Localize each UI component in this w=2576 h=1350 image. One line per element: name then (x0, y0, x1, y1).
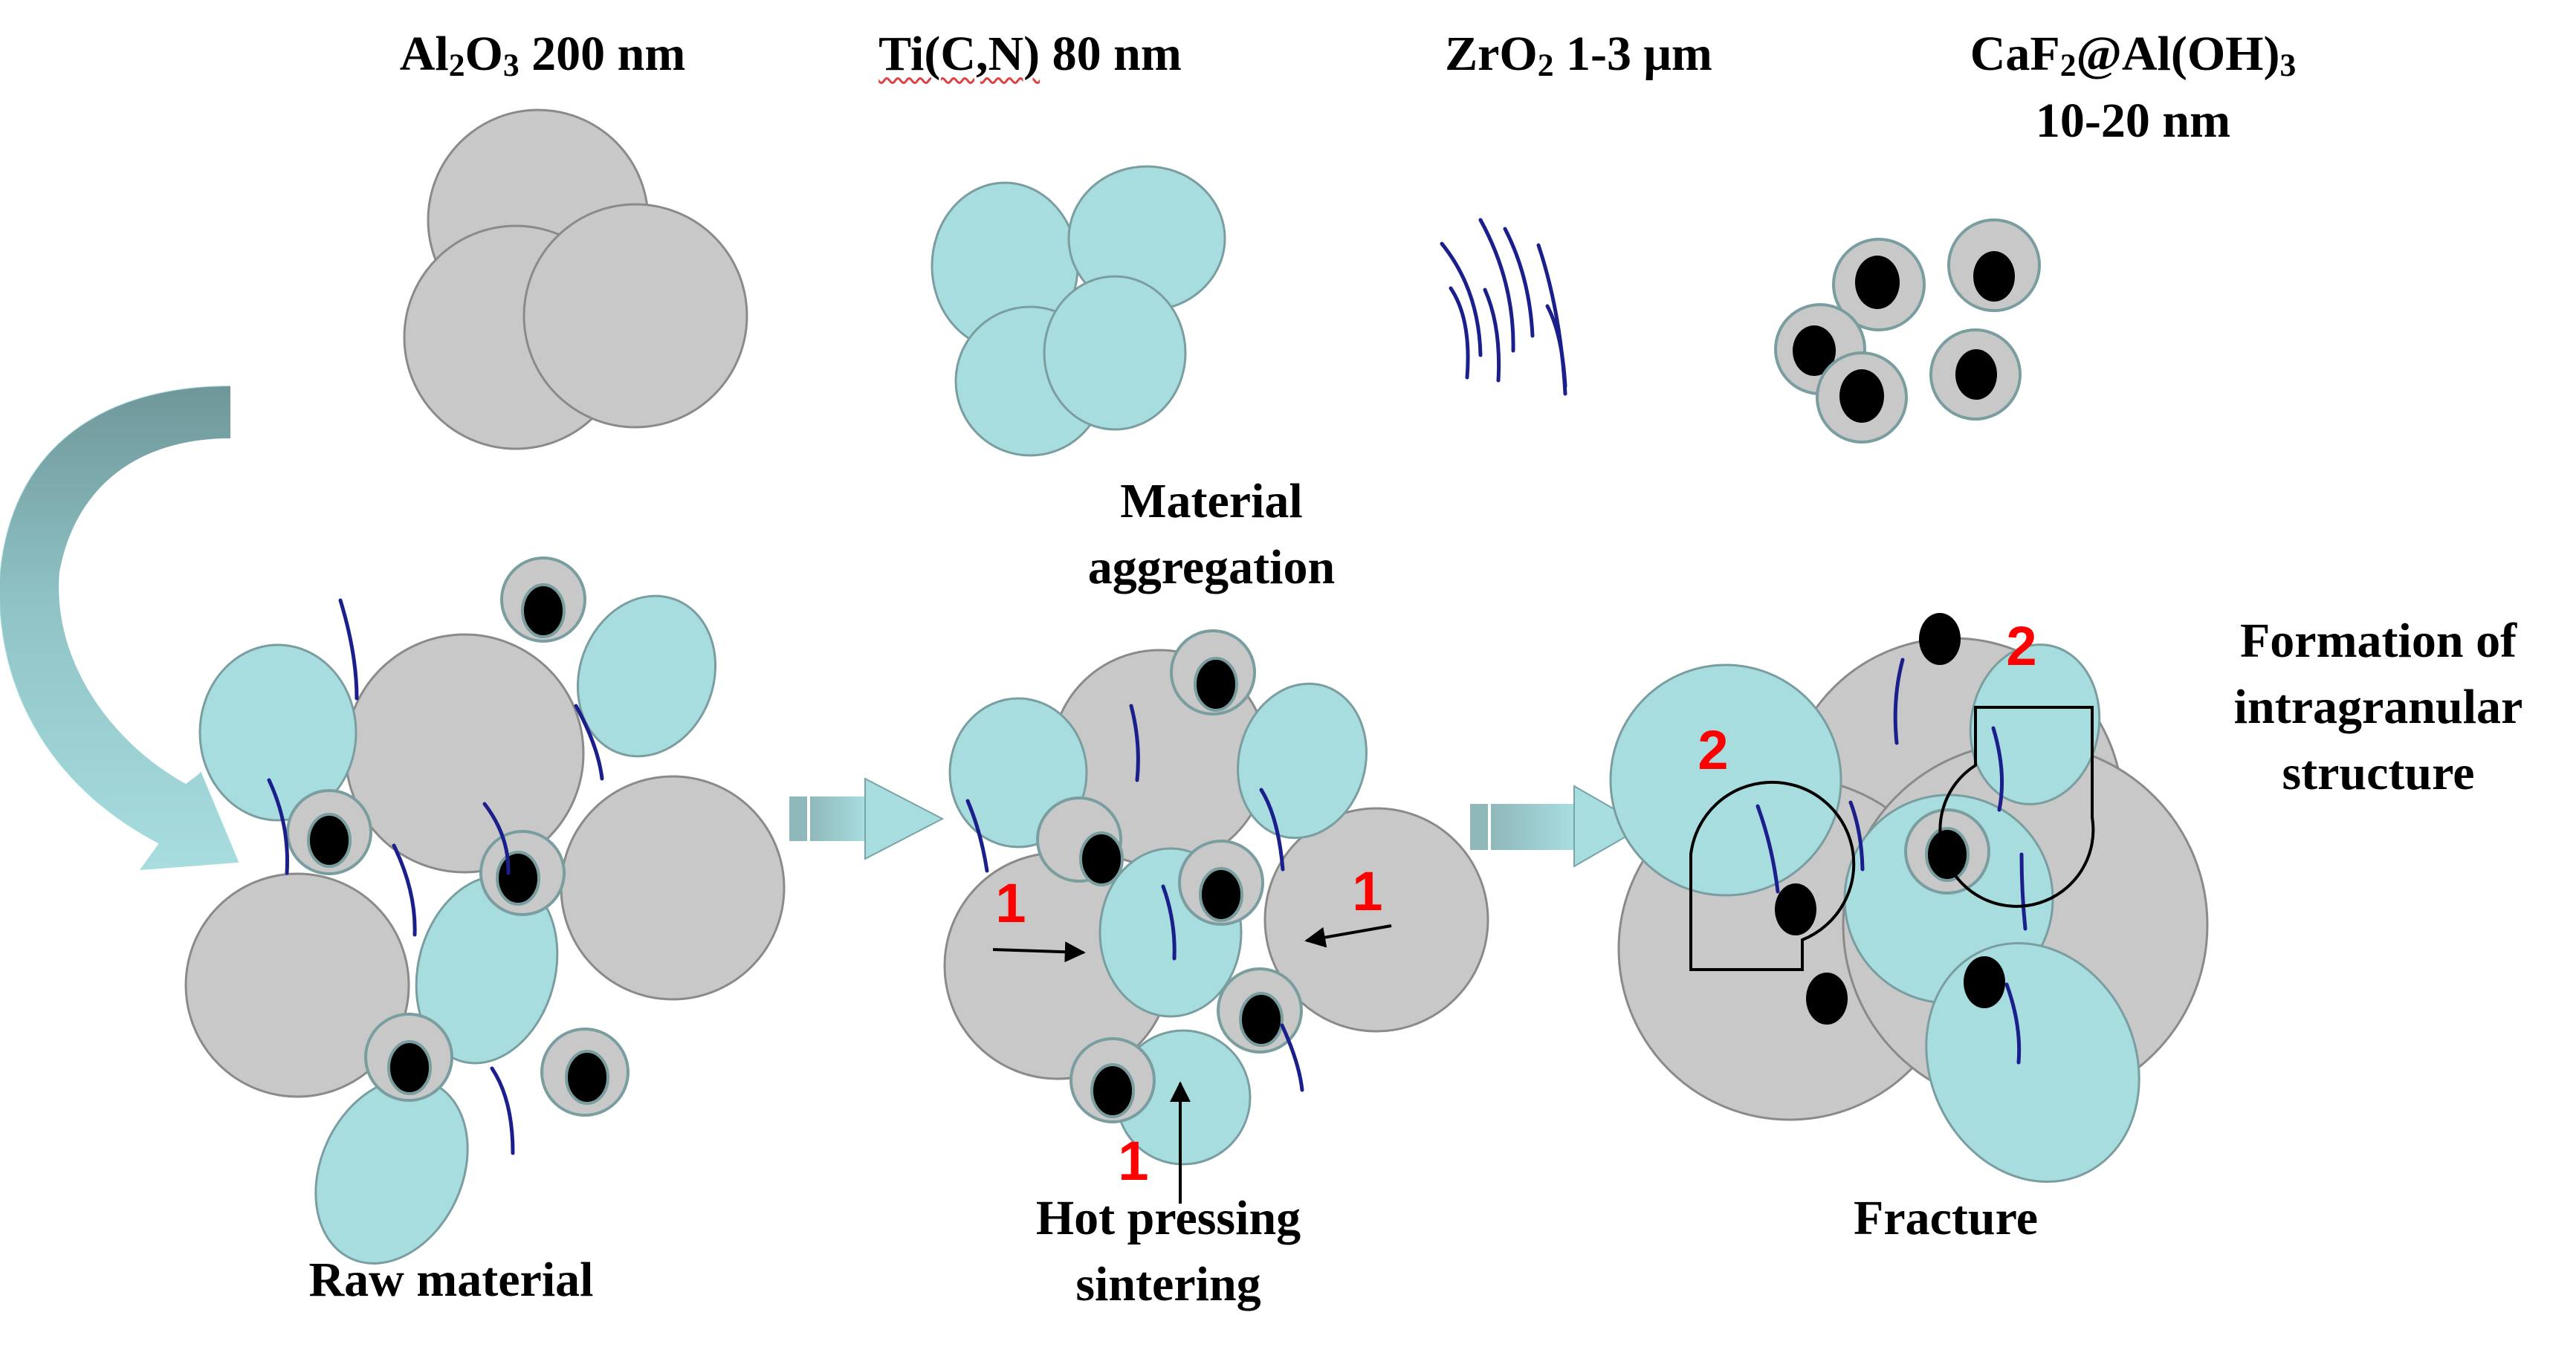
sintering-composite (943, 629, 1489, 1204)
ticn-particle (1237, 682, 1368, 840)
zro2-label: ZrO2 1-3 μm (1445, 27, 1712, 83)
ticn-particle (1043, 275, 1187, 431)
intragranular-outline (1938, 706, 2095, 908)
al2o3-label: Al2O3 200 nm (399, 27, 686, 83)
fracture-composite (1609, 613, 2209, 1184)
al2o3-particle (1263, 807, 1489, 1033)
ticn-particle (576, 594, 717, 758)
al2o3-particle (522, 203, 748, 429)
zro2-whisker (1503, 227, 1535, 338)
caf2-particles (1774, 218, 2041, 444)
marker-1-left: 1 (995, 872, 1026, 934)
al2o3-particle (184, 872, 410, 1098)
al2o3-particle (560, 775, 786, 1001)
ticn-cluster (931, 165, 1226, 457)
marker-1-bottom: 1 (1118, 1130, 1149, 1192)
raw-material-composite (184, 556, 786, 1265)
raw-material-label: Raw material (308, 1253, 594, 1307)
zro2-whisker (1440, 241, 1483, 357)
block-arrow-1 (789, 777, 945, 860)
zro2-whisker (1478, 218, 1515, 353)
block-arrow-2 (1470, 785, 1646, 868)
marker-2-right: 2 (2006, 615, 2037, 677)
fracture-label: Fracture (1854, 1191, 2038, 1245)
marker-1-right: 1 (1352, 860, 1383, 922)
ticn-particle (198, 643, 357, 822)
zro2-whisker (1449, 286, 1470, 380)
curved-arrow (0, 386, 239, 871)
zro2-whisker (1545, 304, 1567, 389)
zro2-whiskers (1440, 218, 1567, 396)
intragranular-outline (1689, 780, 1856, 971)
al2o3-cluster (403, 108, 748, 450)
zro2-whisker (1483, 288, 1501, 383)
marker-2-left: 2 (1698, 719, 1729, 781)
ticn-label: Ti(C,N) 80 nm (878, 27, 1182, 81)
ticn-particle (1609, 663, 1842, 897)
al2o3-particle (344, 633, 585, 874)
